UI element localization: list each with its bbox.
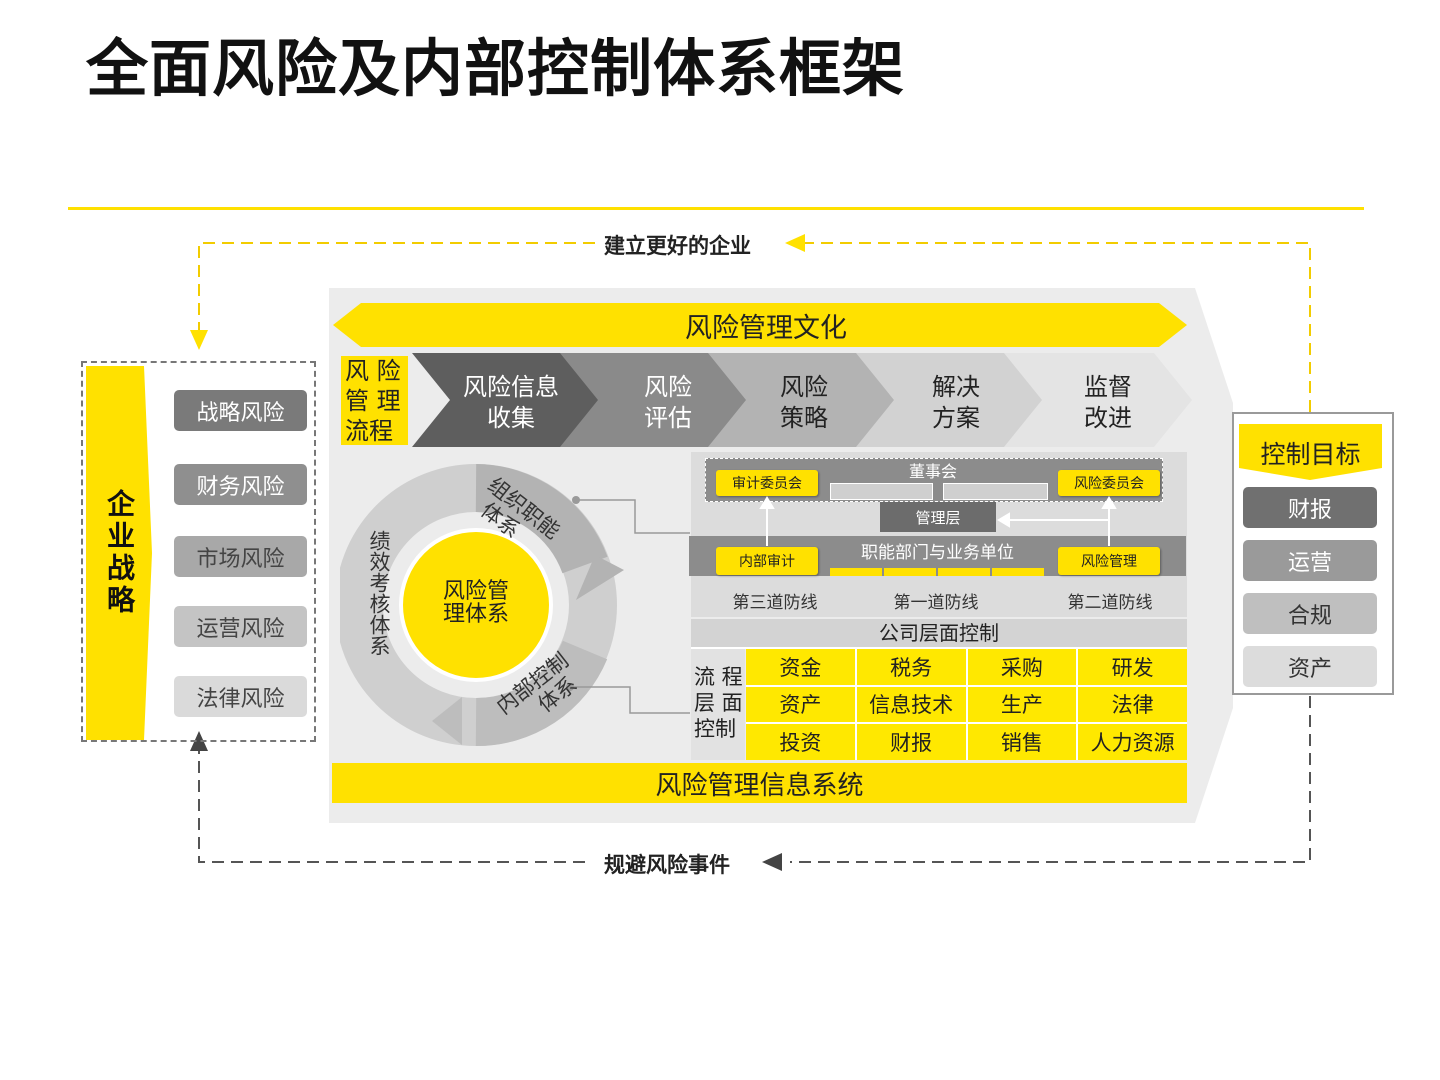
department-unit: [992, 568, 1044, 576]
target-item-assets: 资产: [1243, 646, 1377, 687]
grid-cell: 法律: [1078, 686, 1187, 723]
loop-bottom-label: 规避风险事件: [598, 849, 736, 879]
risk-item-strategy: 战略风险: [174, 390, 307, 431]
process-step-shape: [1004, 353, 1192, 447]
process-chevrons: [412, 353, 1192, 447]
loop-top-label: 建立更好的企业: [598, 230, 757, 260]
department-unit: [884, 568, 936, 576]
board-connector: [943, 483, 1048, 500]
culture-banner-shape: [333, 303, 1187, 347]
arrow-left-icon: [762, 853, 782, 871]
management-box: 管理层: [880, 502, 996, 532]
target-item-compliance: 合规: [1243, 593, 1377, 634]
risk-item-finance: 财务风险: [174, 464, 307, 505]
process-control-label: 流 程 层 面 控制: [694, 665, 743, 741]
process-step-shape: [856, 353, 1044, 447]
target-item-report: 财报: [1243, 487, 1377, 528]
process-step-collect: 风险信息收集: [463, 373, 559, 432]
arrow-left-icon: [785, 234, 805, 252]
risk-management-box: 风险管理: [1058, 547, 1160, 575]
defense-line-second: 第二道防线: [1067, 593, 1153, 613]
cycle-diagram: [340, 464, 690, 747]
info-system-bar: 风险管理信息系统: [332, 763, 1187, 803]
grid-cell: 采购: [967, 649, 1077, 685]
process-step-assess: 风险评估: [644, 373, 692, 432]
risk-item-operation: 运营风险: [174, 606, 307, 647]
internal-audit-box: 内部审计: [716, 547, 818, 575]
page-title: 全面风险及内部控制体系框架: [86, 32, 906, 105]
process-step-strategy: 风险策略: [780, 373, 828, 432]
grid-cell: 资金: [746, 649, 855, 685]
cycle-perf-label: 绩效考核体系: [367, 530, 391, 656]
grid-cell: 资产: [746, 686, 855, 723]
departments-label: 职能部门与业务单位: [861, 543, 1014, 563]
risk-committee-box: 风险委员会: [1058, 470, 1160, 496]
process-label-box: [341, 356, 408, 445]
governance-arrows: [759, 496, 1117, 546]
strategy-arrow-shape: [86, 366, 152, 740]
board-connector: [830, 483, 933, 500]
defense-line-first: 第一道防线: [893, 593, 979, 613]
strategy-label: 企业战略: [103, 489, 136, 617]
control-targets-header: 控制目标: [1260, 440, 1361, 469]
process-step-shape: [708, 353, 896, 447]
defense-line-third: 第三道防线: [732, 593, 818, 613]
board-label: 董事会: [908, 462, 957, 481]
control-grid: 资金 税务 采购 研发 资产 信息技术 生产 法律 投资 财报 销售 人力资源: [746, 649, 1187, 760]
process-step-monitor: 监督改进: [1084, 373, 1132, 432]
strategy-panel: [81, 361, 316, 742]
culture-banner: 风险管理文化: [685, 312, 847, 344]
grid-cell: 信息技术: [856, 686, 966, 723]
process-step-shape: [560, 353, 748, 447]
arrow-down-icon: [190, 330, 208, 350]
cycle-center-label: 风险管理体系: [442, 579, 509, 627]
title-underline: [68, 207, 1364, 210]
target-item-operation: 运营: [1243, 540, 1377, 581]
cycle-center: [399, 528, 553, 682]
grid-cell: 人力资源: [1078, 724, 1187, 760]
department-unit: [830, 568, 882, 576]
company-control-header: 公司层面控制: [691, 619, 1187, 649]
grid-cell: 投资: [746, 724, 855, 760]
risk-item-legal: 法律风险: [174, 676, 307, 717]
process-label: 风 险 管 理 流程: [345, 357, 401, 445]
risk-item-market: 市场风险: [174, 536, 307, 577]
grid-cell: 生产: [967, 686, 1077, 723]
process-control-side: [691, 649, 745, 760]
process-step-solution: 解决方案: [932, 373, 980, 432]
process-step-shape: [412, 353, 600, 447]
grid-cell: 销售: [967, 724, 1077, 760]
audit-committee-box: 审计委员会: [716, 470, 818, 496]
control-targets-header-shape: [1239, 424, 1382, 480]
grid-cell: 研发: [1078, 649, 1187, 685]
department-unit: [938, 568, 990, 576]
grid-cell: 财报: [856, 724, 966, 760]
grid-cell: 税务: [856, 649, 966, 685]
canvas-arrow-tip: [1195, 288, 1233, 823]
